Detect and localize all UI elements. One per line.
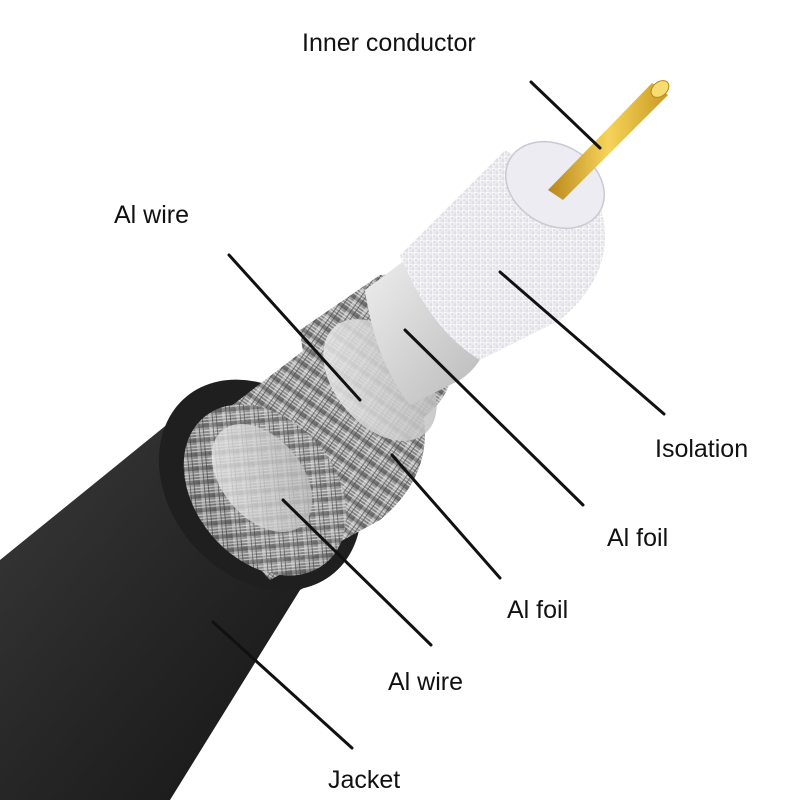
label-al-foil-upper: Al foil (607, 524, 669, 552)
label-isolation: Isolation (655, 435, 749, 463)
label-al-wire-bottom: Al wire (388, 668, 464, 696)
leader-line-al-wire-top (227, 253, 362, 402)
leader-line-jacket (211, 620, 354, 750)
leader-line-inner-conductor (529, 80, 602, 150)
label-al-foil-lower: Al foil (507, 596, 569, 624)
inner-conductor-wire (548, 80, 670, 200)
leader-line-al-foil-upper (403, 328, 585, 507)
leader-line-isolation (498, 270, 666, 416)
leader-line-al-wire-bottom (281, 498, 433, 647)
label-inner-conductor: Inner conductor (302, 29, 476, 57)
label-jacket: Jacket (328, 766, 401, 794)
leader-line-al-foil-lower (390, 453, 502, 580)
label-al-wire-top: Al wire (114, 201, 190, 229)
